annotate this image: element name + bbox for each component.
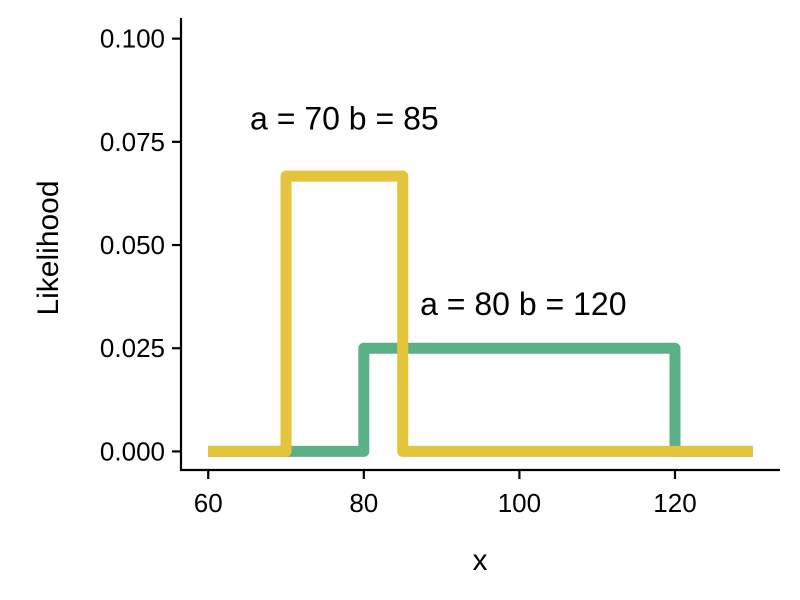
plot-area bbox=[208, 170, 753, 457]
y-tick-label: 0.025 bbox=[100, 333, 165, 363]
y-tick-label: 0.000 bbox=[100, 436, 165, 466]
annotation-label-1: a = 70 b = 85 bbox=[250, 100, 439, 136]
y-tick-label: 0.050 bbox=[100, 230, 165, 260]
annotation-label-2: a = 80 b = 120 bbox=[420, 286, 626, 322]
x-tick-label: 100 bbox=[498, 488, 541, 518]
x-tick-label: 80 bbox=[349, 488, 378, 518]
series-line-2 bbox=[208, 170, 753, 457]
x-tick-label: 120 bbox=[653, 488, 696, 518]
y-tick-label: 0.075 bbox=[100, 127, 165, 157]
x-tick-label: 60 bbox=[194, 488, 223, 518]
y-axis-ticks: 0.000 0.025 0.050 0.075 0.100 bbox=[100, 24, 181, 466]
x-axis-title: x bbox=[473, 544, 488, 577]
y-axis-title: Likelihood bbox=[32, 180, 65, 315]
annotations: a = 70 b = 85 a = 80 b = 120 bbox=[250, 100, 626, 322]
y-tick-label: 0.100 bbox=[100, 24, 165, 54]
x-axis-ticks: 60 80 100 120 bbox=[194, 470, 697, 518]
